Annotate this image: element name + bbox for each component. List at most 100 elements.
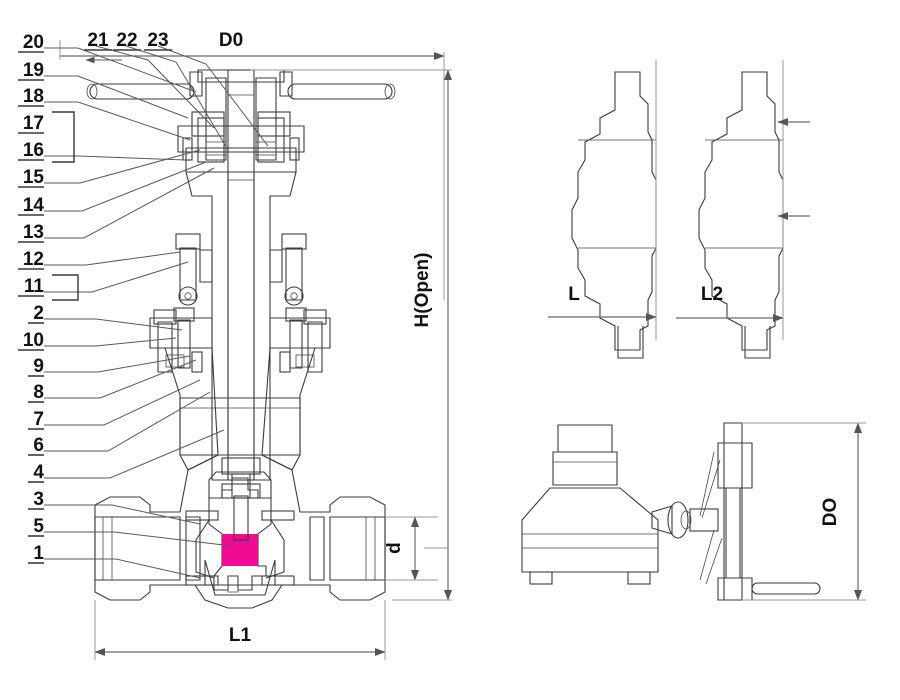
wedge-mid-fill — [222, 534, 258, 566]
gear-foot-right — [627, 571, 651, 585]
stuffing-box-body — [177, 125, 305, 153]
yoke-sleeve-left — [185, 171, 229, 481]
bonnet-stud-left — [177, 319, 191, 369]
bonnet-nut-right — [303, 309, 327, 325]
part-label-22: 22 — [116, 30, 137, 51]
gear-housing — [521, 487, 659, 573]
yoke-sleeve-right — [253, 171, 297, 481]
end-view-left-profile — [571, 71, 657, 351]
bonnet-bolt-left — [157, 321, 173, 373]
yoke-arm-right — [269, 249, 283, 283]
part-label-6: 6 — [33, 435, 44, 456]
gear-operator-view: DO — [521, 422, 866, 601]
dimension-label-L: L — [568, 284, 580, 305]
bonnet-pad-left — [165, 354, 185, 368]
dimension-label-D0: D0 — [219, 30, 243, 51]
seat-ring-lower-right — [261, 575, 295, 586]
left-seat-pocket — [185, 516, 201, 581]
gland-stud-left — [182, 137, 193, 161]
left-weld-prep-lines — [102, 517, 113, 580]
yoke-pin-hole-right — [290, 292, 298, 300]
right-weld-prep-lines — [365, 517, 376, 580]
yoke-nut-right — [281, 233, 307, 250]
gland-stud-right — [289, 137, 300, 161]
end-view-right: L2 — [676, 60, 810, 359]
part-label-17: 17 — [23, 113, 44, 134]
leader-5 — [44, 531, 233, 547]
leader-19 — [44, 75, 189, 119]
stem-tip — [233, 495, 249, 541]
bonnet-gasket-right — [279, 351, 291, 373]
end-view-left: L — [548, 60, 657, 359]
leader-16 — [44, 155, 187, 161]
part-label-1: 1 — [33, 543, 44, 564]
gland-step-right — [255, 141, 277, 156]
leader-14 — [44, 161, 207, 212]
part-label-23: 23 — [147, 30, 168, 51]
graphite-seal-right — [257, 111, 291, 137]
part-label-8: 8 — [33, 382, 44, 403]
part-label-21: 21 — [87, 30, 109, 51]
wedge-gate — [195, 471, 285, 593]
main-section-view: D0 H(Open) d L1 — [59, 30, 453, 660]
bonnet-pad-right — [295, 354, 315, 368]
bonnet-skirt-left — [164, 347, 219, 471]
bonnet-flange-right — [269, 317, 331, 349]
part-label-2: 2 — [33, 303, 44, 324]
dimension-label-DO: DO — [820, 498, 841, 527]
yoke-nut-left — [175, 233, 201, 250]
bonnet-stud-nut-left — [173, 307, 195, 322]
part-label-16: 16 — [23, 140, 44, 161]
end-view-left-step-lines — [578, 139, 656, 249]
gear-input-boss — [667, 501, 689, 539]
gear-input-shaft-end — [680, 510, 692, 530]
bonnet-skirt-right — [261, 347, 316, 471]
stem-t-head — [221, 483, 261, 499]
right-seat-pocket — [309, 516, 325, 581]
dimension-label-L1: L1 — [229, 625, 252, 646]
yoke-pin-left — [178, 286, 198, 306]
yoke-pin-right — [284, 286, 304, 306]
packing-right — [257, 117, 285, 163]
end-view-right-profile — [698, 71, 784, 351]
gear-housing-bands — [522, 533, 658, 549]
dimension-L1: L1 — [94, 600, 386, 660]
leader-18 — [44, 101, 191, 141]
leader-4 — [44, 429, 225, 479]
bonnet-bolting — [149, 307, 331, 471]
leader-6 — [44, 391, 211, 452]
bracket-17-16 — [52, 111, 75, 163]
leader-15 — [44, 149, 201, 184]
body-outline — [94, 454, 386, 609]
leader-2 — [44, 318, 183, 331]
part-label-12: 12 — [23, 249, 44, 270]
leader-10 — [44, 337, 177, 347]
seat-ring-upper-left — [185, 510, 219, 521]
end-view-right-step-lines — [705, 139, 783, 249]
part-label-9: 9 — [33, 356, 44, 377]
part-label-7: 7 — [33, 409, 44, 430]
gear-coupling — [689, 508, 719, 532]
part-labels-top-group: 21 22 23 — [84, 30, 172, 51]
part-label-18: 18 — [23, 86, 44, 107]
leader-3 — [44, 504, 201, 525]
seat-ring-lower-left — [185, 575, 219, 586]
wedge-left-guide-gap — [195, 519, 215, 579]
dimension-label-L2: L2 — [701, 284, 723, 305]
leader-8 — [44, 359, 197, 399]
end-view-right-weld-end — [744, 326, 771, 359]
handwheel-spokes — [699, 451, 723, 585]
cap-boss-right — [279, 71, 293, 97]
leader-22 — [125, 45, 229, 151]
dimension-L: L — [548, 284, 657, 322]
part-label-3: 3 — [33, 489, 44, 510]
wedge-right-guide-gap — [265, 519, 285, 579]
yoke-bolting-upper — [175, 233, 307, 306]
dimension-label-d: d — [384, 542, 405, 554]
bonnet-stud-nut-right — [285, 307, 307, 322]
handwheel-hub-upper — [717, 442, 753, 489]
leader-1 — [44, 558, 201, 579]
bracket-11 — [52, 274, 79, 301]
